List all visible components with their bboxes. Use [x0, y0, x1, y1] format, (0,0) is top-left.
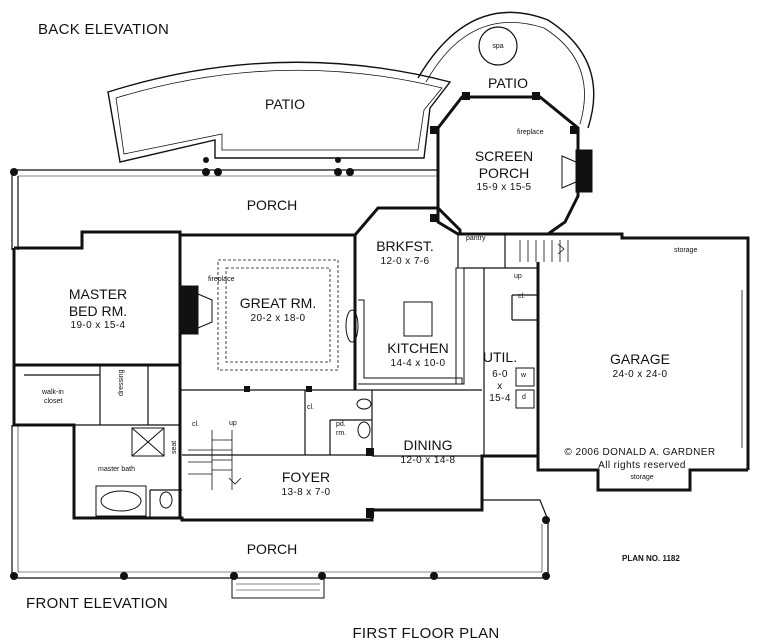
cl-util-label: cl. [518, 293, 525, 300]
kitchen-dim: 14-4 x 10-0 [390, 358, 446, 369]
great-room-fireplace [179, 285, 213, 335]
brkfst-dim: 12-0 x 7-6 [380, 256, 430, 267]
porch-back-label: PORCH [246, 197, 298, 213]
brkfst-name: BRKFST. [376, 238, 434, 254]
util-dim-1: 6-0 [492, 369, 508, 380]
back-porch-outline [11, 169, 438, 250]
walk-in-label-2: closet [44, 398, 63, 405]
stairs-kitchen [519, 240, 569, 262]
master-name-2: BED RM. [68, 303, 128, 319]
screen-porch-name-2: PORCH [478, 165, 530, 181]
plan-title: FIRST FLOOR PLAN [352, 625, 500, 642]
pd-rm-label-1: pd. [336, 421, 346, 428]
util-dim-x: x [497, 381, 503, 392]
kitchen-counters [345, 267, 465, 385]
storage-bottom-label: storage [630, 474, 654, 481]
master-dim: 19-0 x 15-4 [70, 320, 126, 331]
garage-name: GARAGE [610, 351, 670, 367]
walk-in-label-1: walk-in [42, 389, 64, 396]
porch-columns [10, 92, 578, 580]
cl-hall-label: cl. [307, 404, 314, 411]
copyright-line-1: © 2006 DONALD A. GARDNER [564, 447, 716, 458]
storage-top-label: storage [674, 247, 698, 254]
util-dim-2: 15-4 [489, 393, 511, 404]
dining-dim: 12-0 x 14-8 [400, 455, 456, 466]
interior-walls [24, 234, 538, 518]
patio-back-label: PATIO [265, 96, 305, 112]
dining-name: DINING [403, 437, 453, 453]
up-foyer-label: up [229, 420, 237, 427]
kitchen-name: KITCHEN [387, 340, 449, 356]
copyright-line-2: All rights reserved [598, 460, 686, 471]
great-room-name: GREAT RM. [239, 295, 317, 311]
washer-dryer [515, 367, 535, 409]
master-name-1: MASTER [68, 286, 128, 302]
master-bath-label: master bath [98, 466, 135, 473]
front-porch-outline [11, 425, 549, 599]
pantry-label: pantry [466, 235, 486, 242]
porch-front-label: PORCH [246, 541, 298, 557]
stairs-foyer [188, 430, 242, 490]
master-bath-fixtures [95, 427, 173, 517]
dressing-label: dressing [118, 369, 125, 396]
porch-fireplace [561, 149, 593, 193]
great-room-dim: 20-2 x 18-0 [250, 313, 306, 324]
util-name: UTIL. [482, 349, 518, 365]
spa-label: spa [492, 43, 504, 50]
up-kitchen-label: up [514, 273, 522, 280]
dryer-label: d [522, 394, 526, 401]
garage-dim: 24-0 x 24-0 [612, 369, 668, 380]
screen-porch-name-1: SCREEN [474, 148, 534, 164]
foyer-name: FOYER [281, 469, 331, 485]
cl-foyer-label: cl. [192, 421, 199, 428]
foyer-dim: 13-8 x 7-0 [281, 487, 331, 498]
front-elevation-label: FRONT ELEVATION [26, 595, 169, 612]
screen-porch-outline [436, 95, 580, 236]
great-fireplace-label: fireplace [208, 276, 235, 283]
seat-label: seat [171, 440, 178, 454]
screen-porch-dim: 15-9 x 15-5 [476, 182, 532, 193]
great-room-ceiling [217, 259, 339, 371]
plan-number: PLAN NO. 1182 [622, 554, 680, 563]
washer-label: w [521, 372, 527, 379]
porch-fireplace-label: fireplace [517, 129, 544, 136]
pd-rm-label-2: rm. [336, 430, 347, 437]
house-walls [12, 206, 750, 522]
spa-patio-outline [417, 11, 595, 129]
back-patio-outline [107, 61, 452, 163]
back-elevation-label: BACK ELEVATION [38, 21, 170, 38]
patio-spa-label: PATIO [488, 75, 528, 91]
powder-room-fixtures [356, 398, 372, 439]
